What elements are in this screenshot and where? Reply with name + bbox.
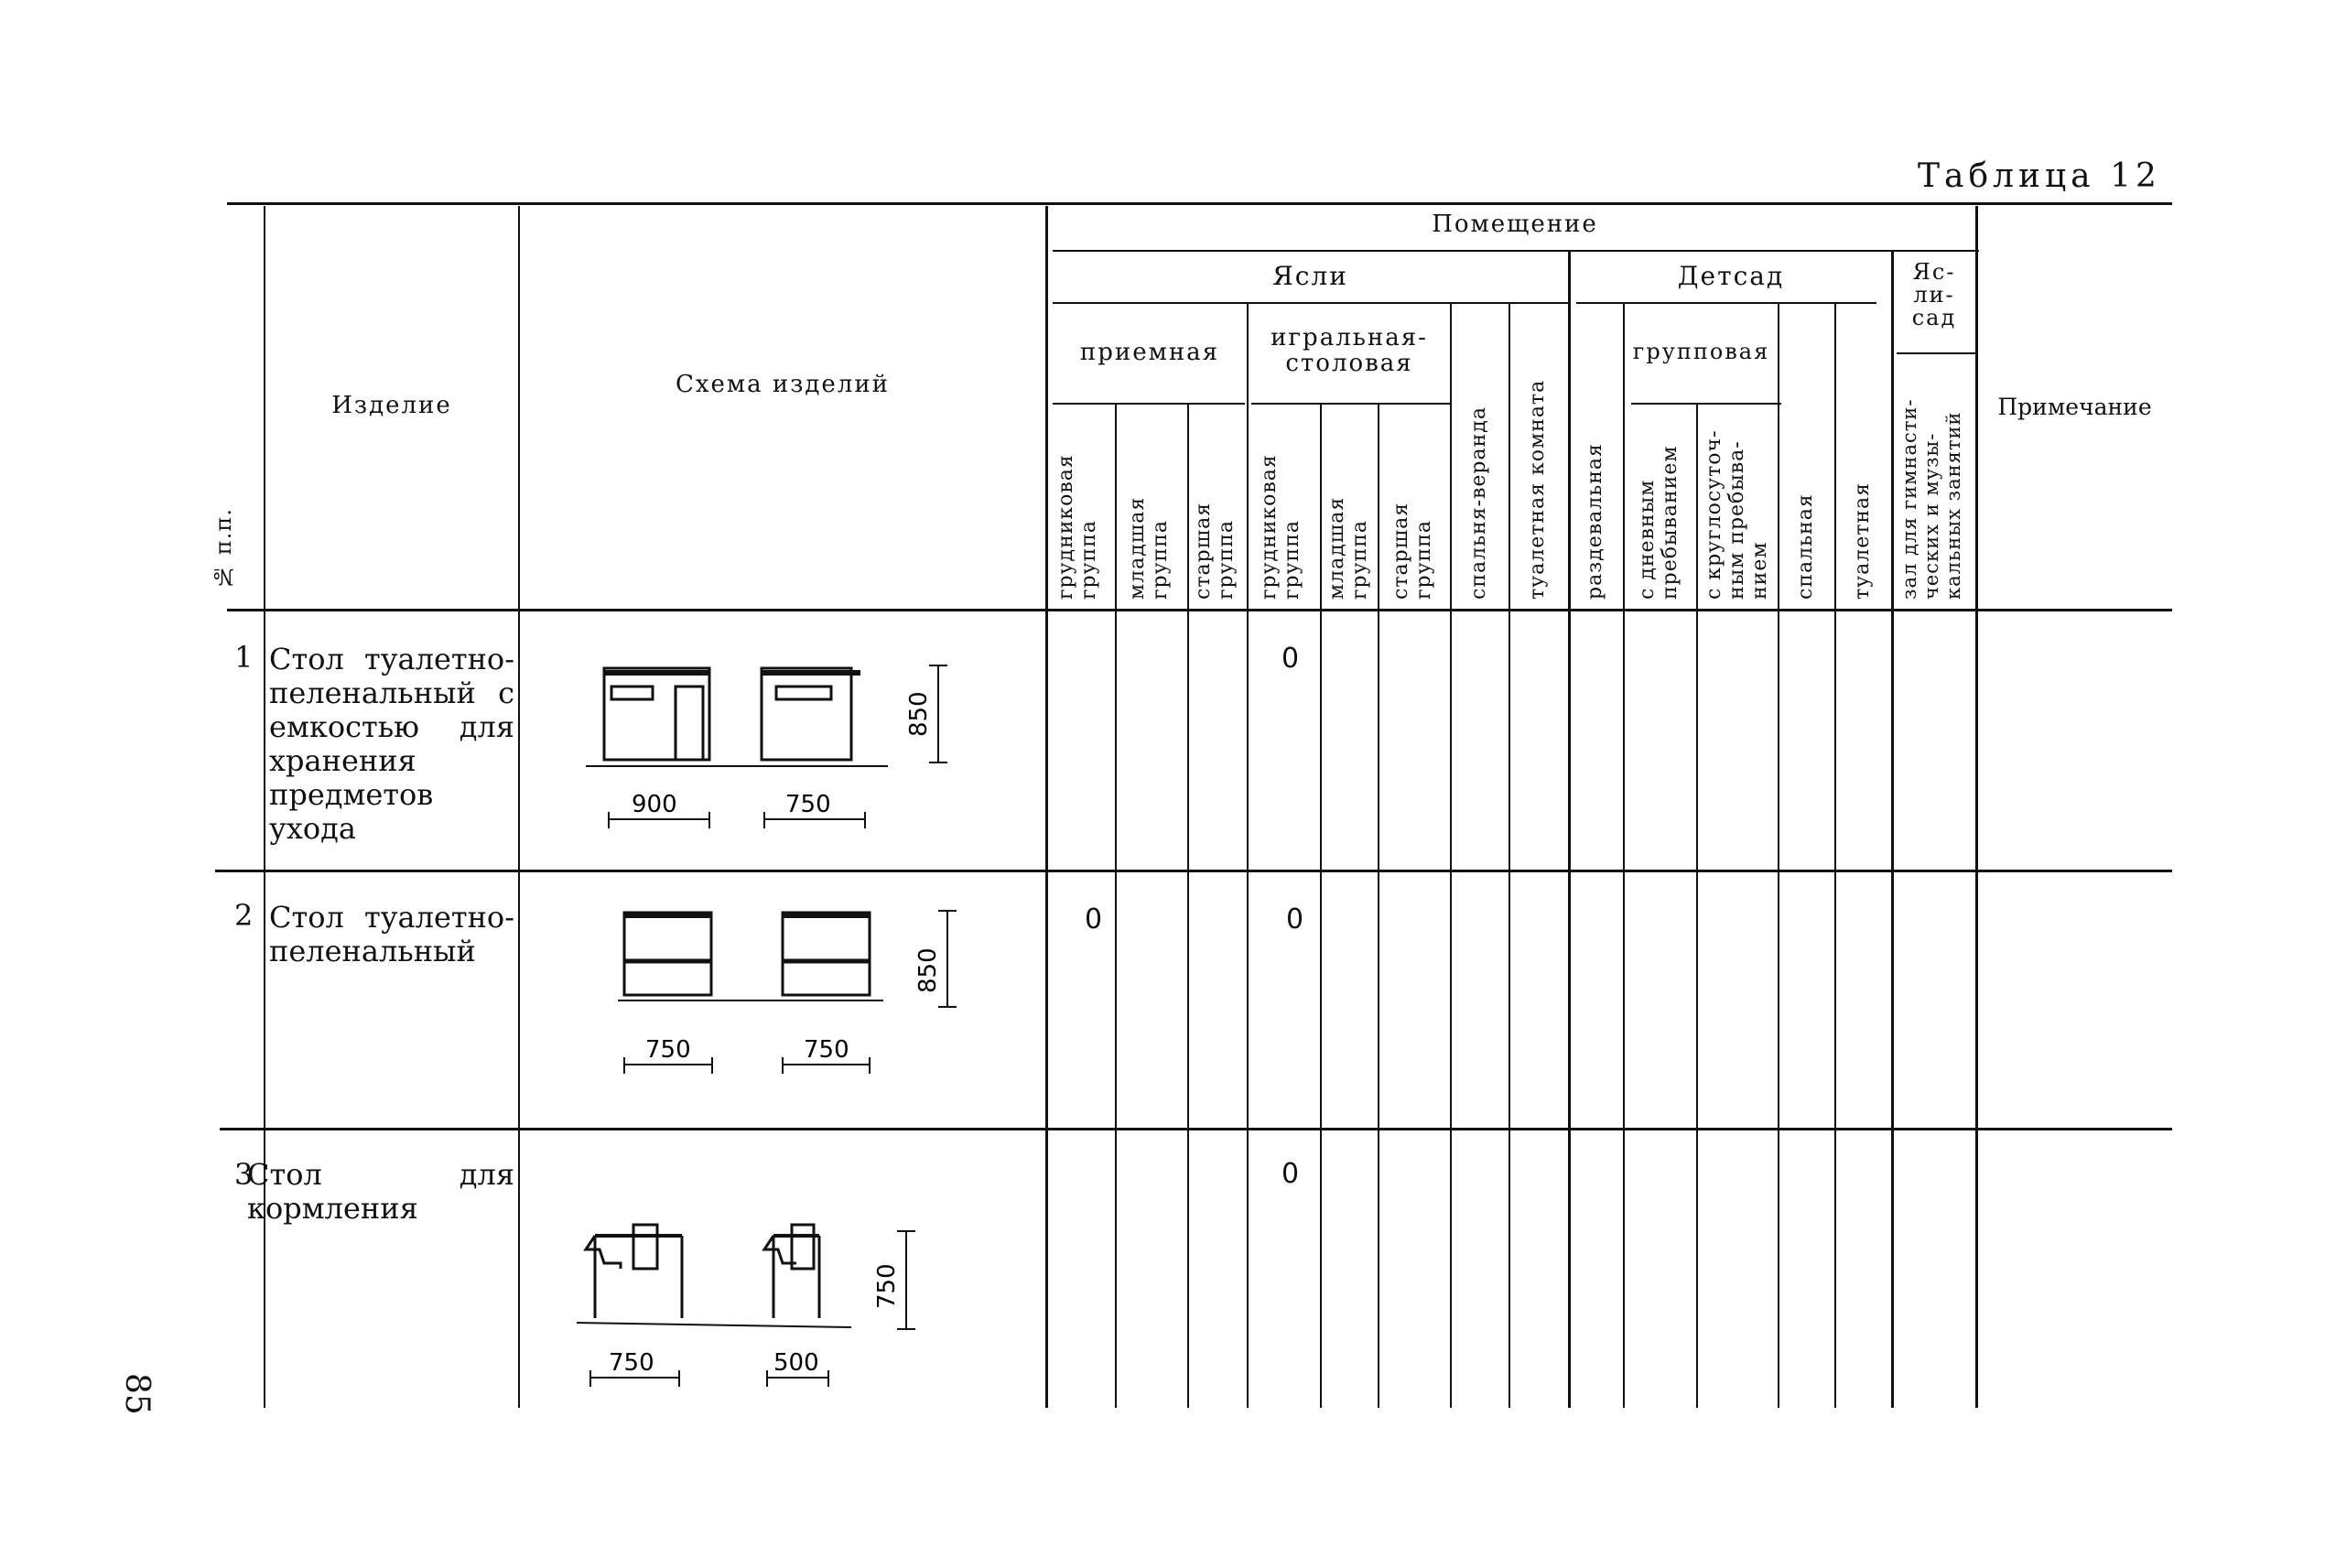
header-yasli: Ясли (1272, 261, 1348, 291)
header-detsad: Детсад (1677, 261, 1785, 291)
row2-mark-col1: 0 (1085, 903, 1103, 935)
row3-num: 3 (234, 1157, 254, 1192)
vrule-c12 (1834, 302, 1836, 1408)
vrule-c1 (1115, 403, 1117, 1408)
col-header-4: грудниковая группа (1258, 454, 1303, 600)
rule-under-igralnaya (1251, 403, 1451, 405)
col-header-7: спальня-веранда (1467, 406, 1490, 600)
row2-bottom-rule (220, 1128, 2172, 1130)
vrule-c4 (1320, 403, 1322, 1408)
row3-name: Стол для кормления (247, 1157, 514, 1226)
header-priemnaya: приемная (1079, 339, 1220, 366)
rule-under-gruppovaya (1631, 403, 1781, 405)
vrule-c6 (1450, 302, 1452, 1408)
table-top-rule (227, 202, 2172, 205)
col-header-5: младшая группа (1325, 496, 1371, 600)
vrule-c9 (1623, 302, 1625, 1408)
col-header-8: туалетная комната (1526, 379, 1549, 600)
header-room: Помещение (1432, 211, 1598, 238)
row3-dim-w1: 750 (609, 1349, 654, 1377)
rule-under-room (1053, 250, 1979, 252)
vrule-c3 (1247, 302, 1249, 1408)
vrule-c13 (1891, 250, 1894, 1408)
vrule-c10 (1696, 403, 1698, 1408)
col-header-6: старшая группа (1390, 502, 1435, 600)
row1-sketch: 900 750 850 (586, 665, 947, 828)
vrule-c14 (1975, 206, 1978, 1408)
row1-num: 1 (234, 640, 254, 675)
vrule-c11 (1778, 302, 1779, 1408)
header-igralnaya: игральная- столовая (1271, 324, 1428, 377)
col-header-13: туалетная (1851, 481, 1874, 600)
col-header-9: раздевальная (1584, 443, 1606, 600)
vrule-c5 (1378, 403, 1379, 1408)
vrule-item (518, 206, 520, 1408)
vrule-num (264, 206, 265, 1408)
row1-dim-h: 850 (905, 691, 933, 737)
row3-sketch: 750 500 750 (576, 1223, 915, 1387)
vrule-scheme (1045, 206, 1048, 1408)
col-header-1: грудниковая группа (1054, 454, 1100, 600)
row2-dim-w2: 750 (804, 1036, 849, 1064)
row3-dim-h: 750 (873, 1263, 901, 1309)
row1-mark-col4: 0 (1281, 643, 1300, 675)
col-header-14: зал для гимнасти- ческих и музы- кальных… (1898, 398, 1964, 600)
row2-sketch: 750 750 850 (618, 910, 957, 1074)
header-num: № п.п. (211, 508, 236, 589)
row2-mark-col4: 0 (1286, 903, 1304, 935)
header-scheme: Схема изделий (675, 371, 890, 398)
rule-under-detsad (1576, 302, 1876, 304)
vrule-c8 (1568, 250, 1571, 1408)
col-header-10: с дневным пребыванием (1636, 445, 1682, 600)
rule-under-yaslisad (1897, 352, 1977, 354)
col-header-12: спальная (1794, 493, 1817, 600)
row1-bottom-rule (215, 870, 2172, 872)
table-title: Таблица 12 (1918, 157, 2161, 195)
vrule-c7 (1509, 302, 1510, 1408)
rule-under-priemnaya (1053, 403, 1245, 405)
header-note: Примечание (1997, 394, 2152, 420)
row3-dim-w2: 500 (773, 1349, 819, 1377)
row2-dim-w1: 750 (645, 1036, 691, 1064)
row2-num: 2 (234, 898, 254, 933)
row1-name: Стол туалетно-пеленальный с емкостью для… (269, 642, 514, 846)
col-header-3: старшая группа (1192, 502, 1238, 600)
page-number: 85 (118, 1373, 156, 1415)
header-yasli-sad: Яс- ли- сад (1911, 259, 1957, 330)
row1-dim-w1: 900 (632, 791, 677, 818)
header-item: Изделие (331, 392, 452, 419)
row1-dim-w2: 750 (785, 791, 831, 818)
row3-mark-col4: 0 (1281, 1158, 1300, 1190)
col-header-11: с круглосуточ- ным пребыва- нием (1703, 429, 1771, 600)
col-header-2: младшая группа (1126, 496, 1172, 600)
header-gruppovaya: групповая (1632, 339, 1770, 364)
header-bottom-rule (227, 609, 2172, 611)
row2-name: Стол туалетно-пеленальный (269, 900, 514, 968)
rule-under-yasli (1053, 302, 1570, 304)
vrule-c2 (1187, 403, 1189, 1408)
row2-dim-h: 850 (914, 947, 942, 993)
